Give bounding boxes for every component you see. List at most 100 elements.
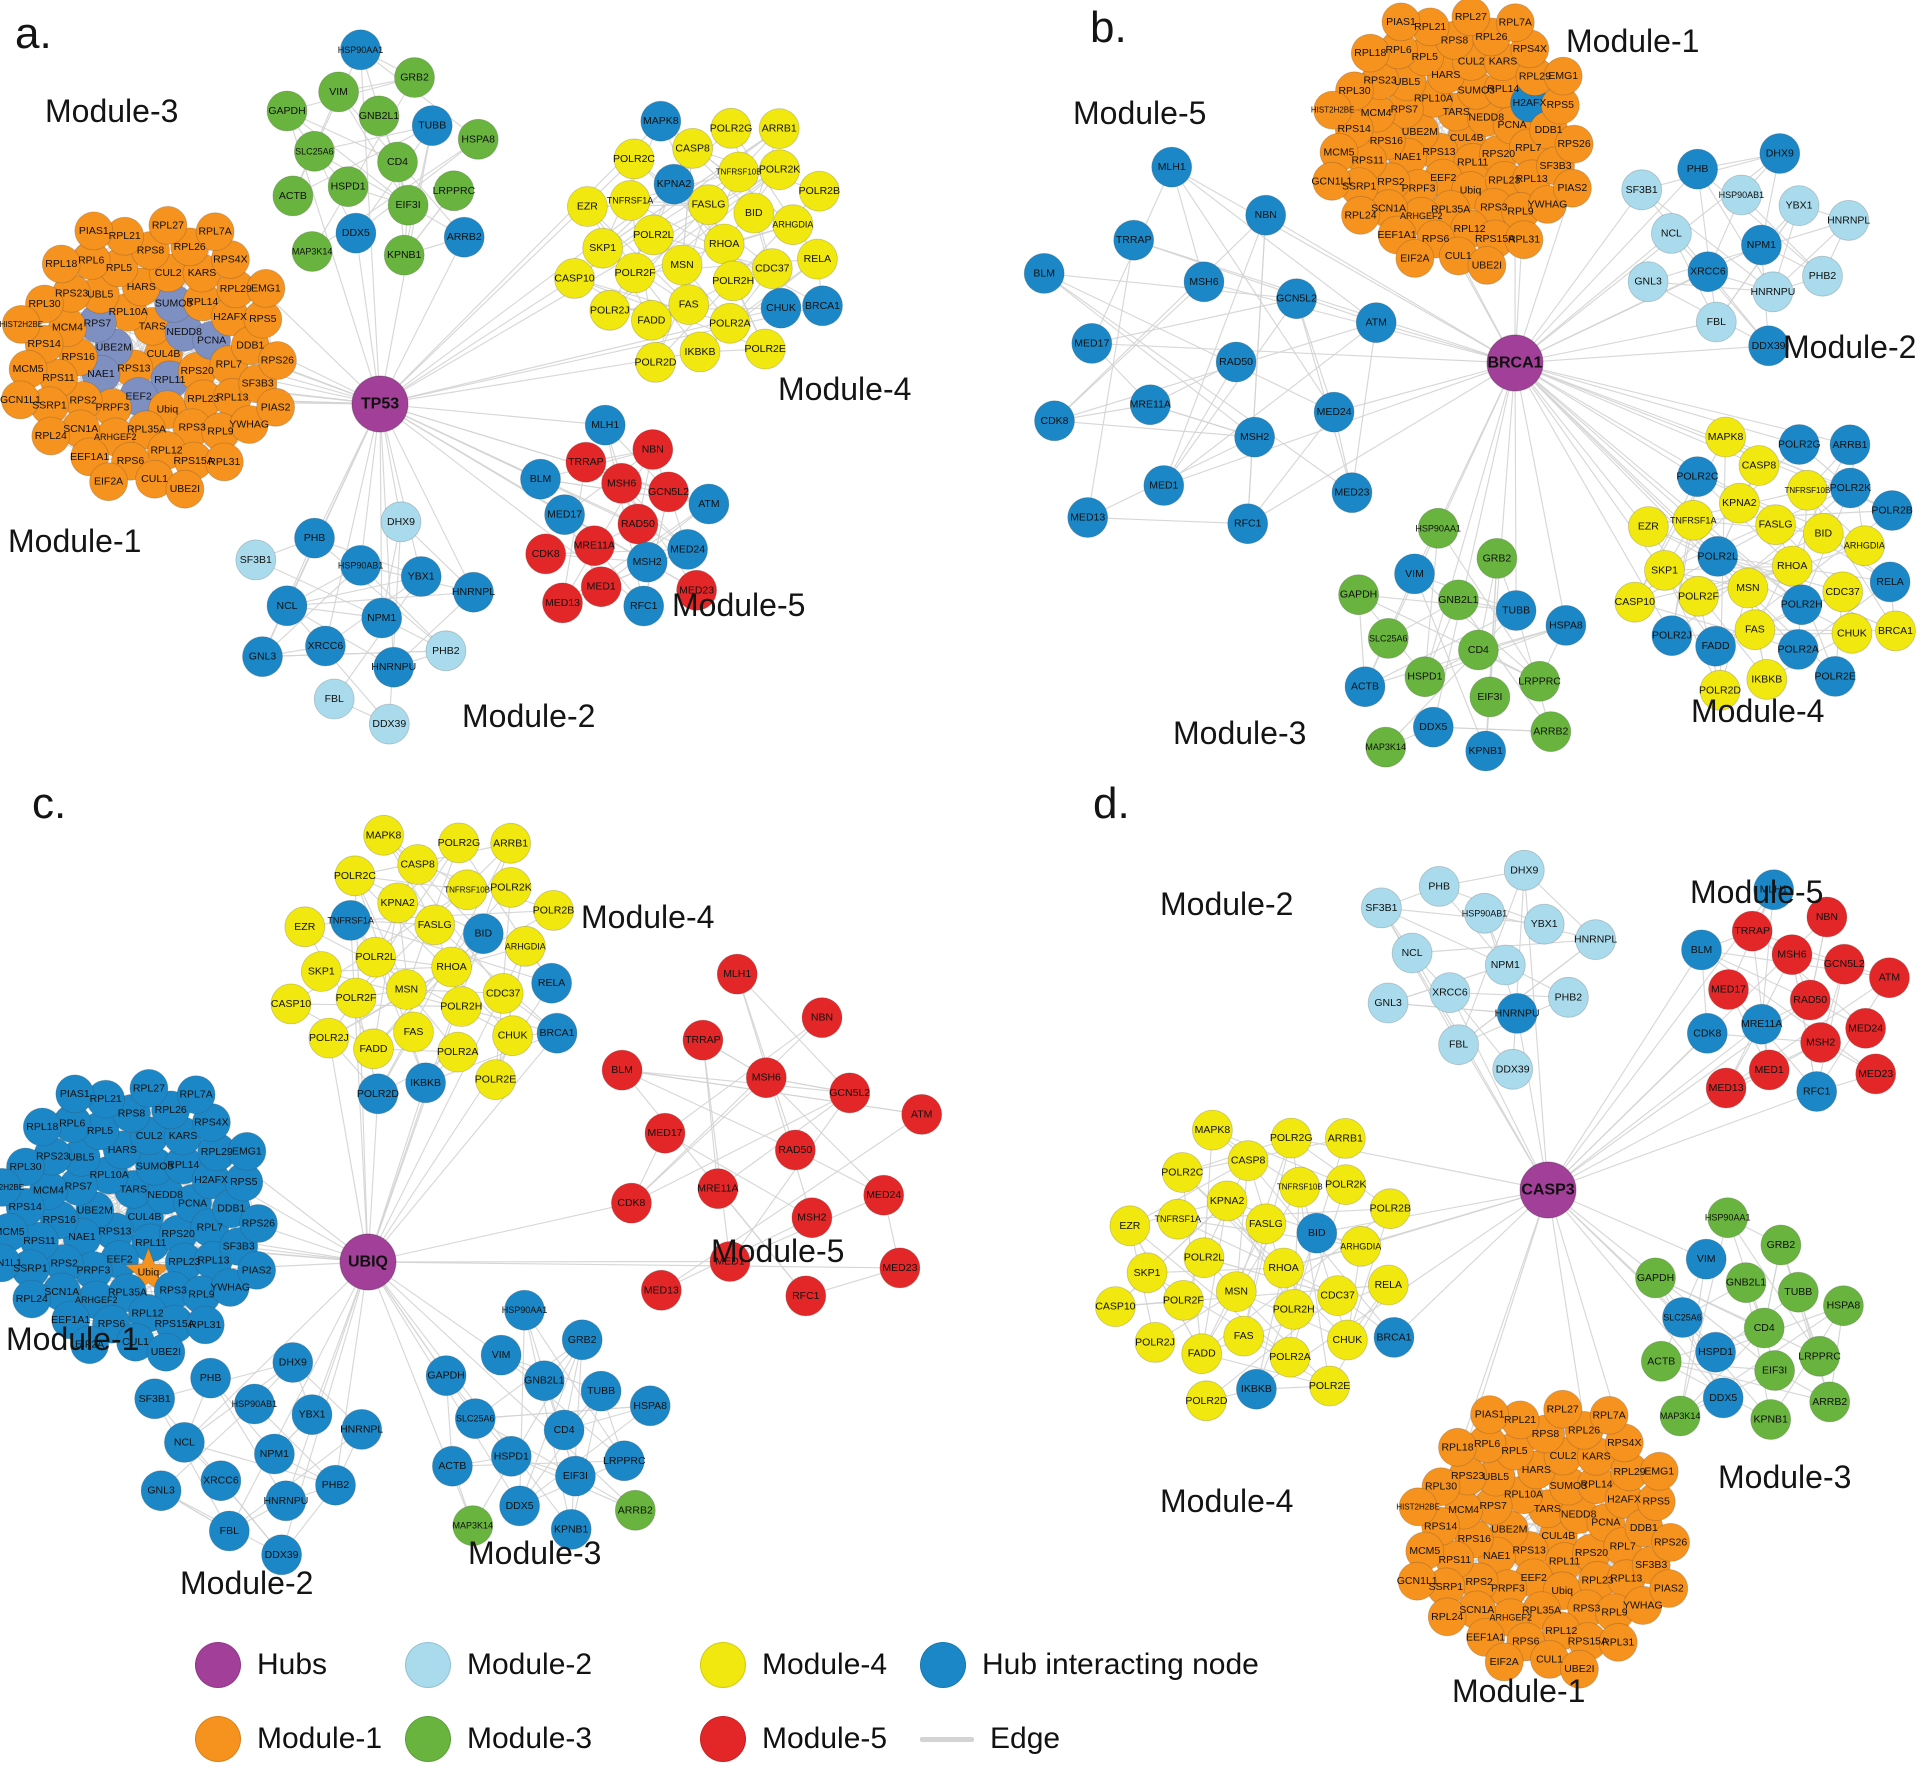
node-label: PRPF3 bbox=[95, 402, 129, 414]
node-label: FADD bbox=[359, 1043, 387, 1055]
module-label: Module-4 bbox=[581, 899, 714, 935]
node-label: RPS6 bbox=[1422, 233, 1450, 245]
node-label: YBX1 bbox=[299, 1409, 326, 1421]
node-label: FBL bbox=[325, 693, 344, 705]
module-label: Module-2 bbox=[462, 698, 595, 734]
edge bbox=[1515, 363, 1693, 520]
node-label: UBE2M bbox=[1491, 1524, 1527, 1536]
node-label: HNRNPU bbox=[1495, 1007, 1540, 1019]
node-label: MAP3K14 bbox=[1660, 1411, 1701, 1421]
node-label: CUL2 bbox=[1458, 56, 1485, 68]
node-label: PRPF3 bbox=[76, 1265, 110, 1277]
node-label: ARRB2 bbox=[618, 1504, 653, 1516]
node-label: POLR2C bbox=[613, 153, 655, 165]
node-label: POLR2K bbox=[1325, 1179, 1366, 1191]
node-label: GAPDH bbox=[1340, 589, 1377, 601]
node-label: RPL31 bbox=[189, 1319, 221, 1331]
module-label: Module-2 bbox=[1783, 329, 1916, 365]
node-label: MED13 bbox=[644, 1284, 679, 1296]
node-label: TNFRSF10B bbox=[716, 168, 762, 177]
node-label: CUL1 bbox=[1445, 250, 1472, 262]
node-label: FASLG bbox=[692, 199, 726, 211]
node-label: CUL4B bbox=[1541, 1530, 1575, 1542]
node-label: NBN bbox=[811, 1012, 833, 1024]
node-label: POLR2G bbox=[710, 122, 753, 134]
node-label: RPL7 bbox=[197, 1222, 223, 1234]
node-label: BID bbox=[1815, 527, 1833, 539]
node-label: SF3B3 bbox=[223, 1241, 255, 1253]
node-label: RPS5 bbox=[230, 1176, 258, 1188]
node-label: MED24 bbox=[1848, 1022, 1883, 1034]
node-label: RPS26 bbox=[1654, 1536, 1687, 1548]
node-label: BRCA1 bbox=[1487, 355, 1542, 372]
node-label: GAPDH bbox=[1637, 1272, 1674, 1284]
node-label: CASP8 bbox=[400, 859, 435, 871]
node-label: RPL7 bbox=[1515, 142, 1541, 154]
node-label: EIF3I bbox=[396, 199, 421, 211]
node-label: EMG1 bbox=[251, 282, 281, 294]
node-label: BID bbox=[1308, 1227, 1326, 1239]
node-label: RPL6 bbox=[59, 1118, 85, 1130]
node-label: EIF3I bbox=[563, 1470, 588, 1482]
node-label: HSPA8 bbox=[461, 133, 495, 145]
edge bbox=[1515, 346, 1769, 363]
node-label: ATM bbox=[698, 498, 719, 510]
node-label: UBL5 bbox=[68, 1151, 94, 1163]
node-label: HSPD1 bbox=[1698, 1346, 1733, 1358]
node-label: RPS16 bbox=[1370, 135, 1403, 147]
node-label: EEF1A1 bbox=[70, 451, 109, 463]
node-label: CHUK bbox=[498, 1030, 528, 1042]
node-label: MCM5 bbox=[1409, 1545, 1440, 1557]
node-label: EIF3I bbox=[1477, 691, 1502, 703]
node-label: MSH6 bbox=[1777, 949, 1806, 961]
node-label: DDX39 bbox=[265, 1549, 299, 1561]
node-label: MCM4 bbox=[52, 322, 83, 334]
node-label: FAS bbox=[1234, 1330, 1254, 1342]
node-label: ARRB1 bbox=[1328, 1132, 1363, 1144]
module-label: Module-5 bbox=[672, 587, 805, 623]
node-label: POLR2J bbox=[1652, 630, 1692, 642]
node-label: MED13 bbox=[1070, 512, 1105, 524]
node-label: KARS bbox=[188, 267, 217, 279]
node-label: VIM bbox=[1697, 1253, 1716, 1265]
node-label: HSP90AA1 bbox=[1705, 1213, 1751, 1223]
node-label: RELA bbox=[1876, 576, 1903, 588]
node-label: GCN1L1 bbox=[0, 1257, 22, 1269]
node-label: GCN1L1 bbox=[1397, 1575, 1438, 1587]
node-label: NCL bbox=[1661, 227, 1682, 239]
node-label: MAP3K14 bbox=[453, 1521, 494, 1531]
node-label: EEF2 bbox=[106, 1254, 132, 1266]
node-label: RHOA bbox=[1777, 560, 1807, 572]
node-label: CASP10 bbox=[554, 272, 594, 284]
node-label: RPS7 bbox=[84, 318, 112, 330]
node-label: GCN5L2 bbox=[1276, 293, 1317, 305]
node-label: POLR2C bbox=[1676, 471, 1718, 483]
node-label: CDC37 bbox=[755, 263, 790, 275]
legend-label: Edge bbox=[990, 1722, 1060, 1756]
node-label: POLR2J bbox=[309, 1032, 349, 1044]
node-label: GCN1L1 bbox=[0, 394, 41, 406]
node-label: LRPPRC bbox=[1798, 1350, 1841, 1362]
node-label: MED1 bbox=[1755, 1064, 1784, 1076]
node-label: RPS7 bbox=[65, 1181, 93, 1193]
node-label: TARS bbox=[139, 320, 166, 332]
node-label: BRCA1 bbox=[1376, 1331, 1411, 1343]
node-label: MSH6 bbox=[607, 477, 636, 489]
legend-item-edge: Edge bbox=[920, 1722, 1350, 1756]
node-label: TUBB bbox=[1784, 1286, 1812, 1298]
node-label: BRCA1 bbox=[539, 1027, 574, 1039]
node-label: FBL bbox=[220, 1525, 239, 1537]
node-label: HSP90AA1 bbox=[338, 45, 384, 55]
legend-item-module-5: Module-5 bbox=[700, 1716, 920, 1762]
node-label: FADD bbox=[1188, 1348, 1216, 1360]
node-label: UBE2M bbox=[96, 342, 132, 354]
node-label: GNB2L1 bbox=[524, 1375, 564, 1387]
node-label: TUBB bbox=[1502, 605, 1530, 617]
node-label: MED17 bbox=[1074, 337, 1109, 349]
node-label: RPL18 bbox=[1354, 47, 1386, 59]
node-label: UBL5 bbox=[1483, 1471, 1509, 1483]
node-label: DDX5 bbox=[506, 1500, 534, 1512]
module-label: Module-3 bbox=[1718, 1459, 1851, 1495]
node-label: ARRB2 bbox=[1533, 726, 1568, 738]
node-label: ARRB1 bbox=[1832, 439, 1867, 451]
